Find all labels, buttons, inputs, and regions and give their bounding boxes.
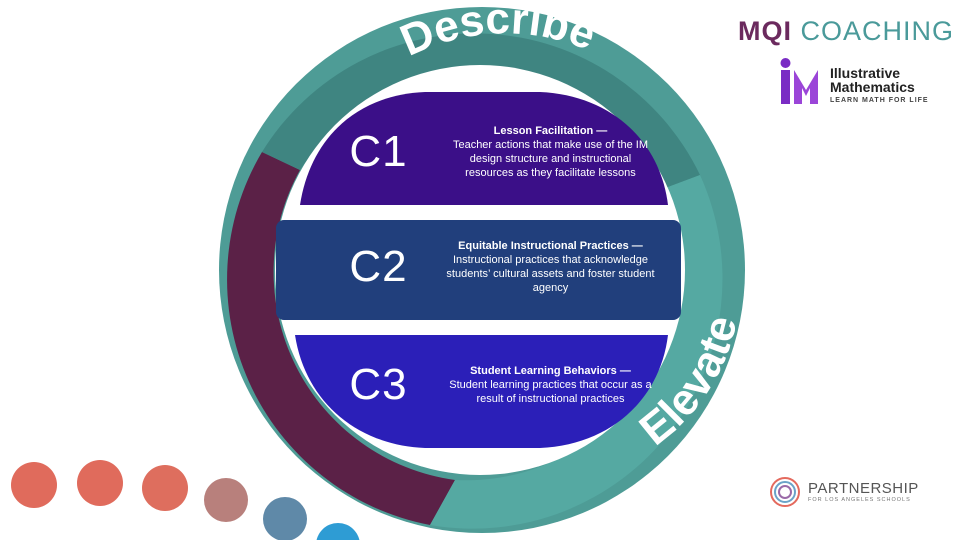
im-logo-line2: Mathematics [830,79,915,95]
mqi-logo-part2: COACHING [800,16,955,46]
decorative-dots [11,460,360,540]
c2-title: Equitable Instructional Practices — [458,240,643,252]
c2-text: Instructional practices that acknowledge… [446,254,655,294]
component-c1: C1 Lesson Facilitation — Teacher actions… [305,100,655,204]
dot [77,460,123,506]
c1-text: Teacher actions that make use of the IM … [452,139,648,179]
dot [316,523,360,540]
mqi-logo-part1: MQI [738,16,792,46]
describe-segment [262,33,700,190]
partnership-logo-mark [770,477,800,507]
c1-title: Lesson Facilitation — [493,125,608,137]
mqi-coaching-logo: MQI COACHING [738,16,954,47]
partnership-logo: PARTNERSHIP FOR LOS ANGELES SCHOOLS [808,480,919,503]
c2-band [276,220,681,320]
c3-text: Student learning practices that occur as… [449,379,652,405]
elevate-segment [430,175,723,529]
dot [11,462,57,508]
c1-band [300,92,668,205]
im-logo-line1: Illustrative [830,65,901,81]
im-logo-tagline: LEARN MATH FOR LIFE [830,97,929,104]
c1-code: C1 [349,127,408,176]
c3-title: Student Learning Behaviors — [470,365,631,377]
im-logo-mark [780,58,818,104]
illustrative-mathematics-logo: Illustrative Mathematics LEARN MATH FOR … [830,66,929,108]
c3-code: C3 [349,360,408,409]
c3-description: Student Learning Behaviors — Student lea… [446,364,655,406]
component-c3: C3 Student Learning Behaviors — Student … [305,333,655,437]
partnership-logo-subtitle: FOR LOS ANGELES SCHOOLS [808,497,911,503]
c2-code: C2 [349,242,408,291]
dot [263,497,307,540]
component-c2: C2 Equitable Instructional Practices — I… [305,215,655,319]
dot [204,478,248,522]
c2-description: Equitable Instructional Practices — Inst… [446,239,655,295]
c1-description: Lesson Facilitation — Teacher actions th… [446,124,655,180]
next-step-segment [227,152,455,525]
dot [142,465,188,511]
c3-band [295,335,668,448]
partnership-logo-name: PARTNERSHIP [808,480,919,497]
